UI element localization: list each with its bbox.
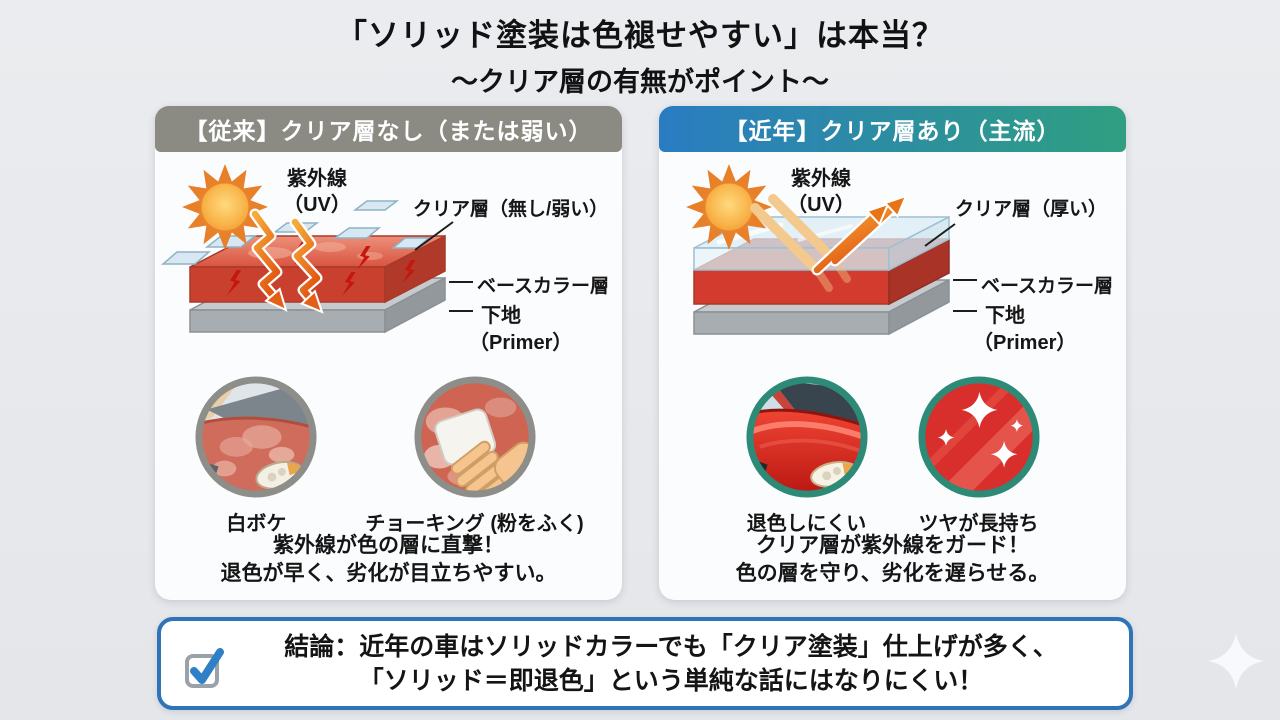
faded-car-icon [195,376,317,498]
uv-label: 紫外線 （UV） [283,168,351,216]
uv-arrowheads [264,287,324,314]
label-leader-lines [924,223,977,312]
lasting-gloss-caption: ツヤが長持ち [918,513,1039,535]
uv-arrowheads [865,194,908,227]
conclusion-text: 結論：近年の車はソリッドカラーでも「クリア塗装」仕上げが多く、 「ソリッド＝即退… [284,632,1058,695]
primer-label: 下地 [985,305,1025,327]
benefit-examples: 退色しにくい [659,374,1126,536]
panel-header-traditional: 【従来】クリア層なし（または弱い） [155,106,622,152]
sun-icon [182,164,268,250]
sparkle-icon [1208,633,1264,689]
faded-car-figure: 白ボケ [193,374,319,536]
layer-stack-protected [686,164,977,336]
damage-examples: 白ボケ [155,374,622,536]
panel-modern-with-clear: 【近年】クリア層あり（主流） [659,106,1126,600]
diagram-uv-guard: 紫外線 （UV） クリア層（厚い） ベースカラー層 下地 （Primer） [659,152,1126,366]
base-layer-label: ベースカラー層 [477,276,610,297]
label-leader-lines [414,221,473,312]
primer-sublabel: （Primer） [973,332,1077,354]
chalking-caption: チョーキング (粉をふく) [365,513,584,535]
conclusion-box: 結論：近年の車はソリッドカラーでも「クリア塗装」仕上げが多く、 「ソリッド＝即退… [157,617,1133,710]
clear-layer-label: クリア層（無し/弱い） [413,199,609,220]
panel-body-traditional: 紫外線 （UV） クリア層（無し/弱い） ベースカラー層 下地 （Primer） [155,152,622,600]
primer-sublabel: （Primer） [469,332,573,354]
glossy-car-caption: 退色しにくい [746,513,867,535]
panel-header-modern: 【近年】クリア層あり（主流） [659,106,1126,152]
glossy-car-icon [745,376,868,498]
chalking-hand-icon [413,376,536,498]
shiny-surface-icon [917,376,1040,498]
faded-car-caption: 白ボケ [226,513,287,535]
primer-label: 下地 [481,305,521,327]
title-block: 「ソリッド塗装は色褪せやすい」は本当？ ～クリア層の有無がポイント～ [0,10,1280,99]
uv-reflect-arrows [750,194,903,292]
clear-layer-label: クリア層（厚い） [955,199,1108,220]
chalking-figure: チョーキング (粉をふく) [365,374,584,536]
panel-note-traditional: 紫外線が色の層に直撃！ 退色が早く、劣化が目立ちやすい。 [220,534,557,585]
glossy-car-figure: 退色しにくい [744,374,870,536]
panel-note-modern: クリア層が紫外線をガード！ 色の層を守り、劣化を遅らせる。 [735,534,1050,585]
base-layer-label: ベースカラー層 [981,276,1114,297]
uv-label: 紫外線 （UV） [787,168,855,216]
layer-stack-damaged [160,164,473,334]
checkbox-check-icon [185,648,224,688]
uv-arrow-icon [249,208,323,308]
panel-traditional-no-clear: 【従来】クリア層なし（または弱い） [155,106,622,600]
page-title: 「ソリッド塗装は色褪せやすい」は本当？ [336,18,944,53]
panel-body-modern: 紫外線 （UV） クリア層（厚い） ベースカラー層 下地 （Primer） [659,152,1126,600]
lasting-gloss-figure: ツヤが長持ち [916,374,1042,536]
diagram-uv-damage: 紫外線 （UV） クリア層（無し/弱い） ベースカラー層 下地 （Primer） [155,152,622,366]
page-subtitle: ～クリア層の有無がポイント～ [451,67,829,97]
